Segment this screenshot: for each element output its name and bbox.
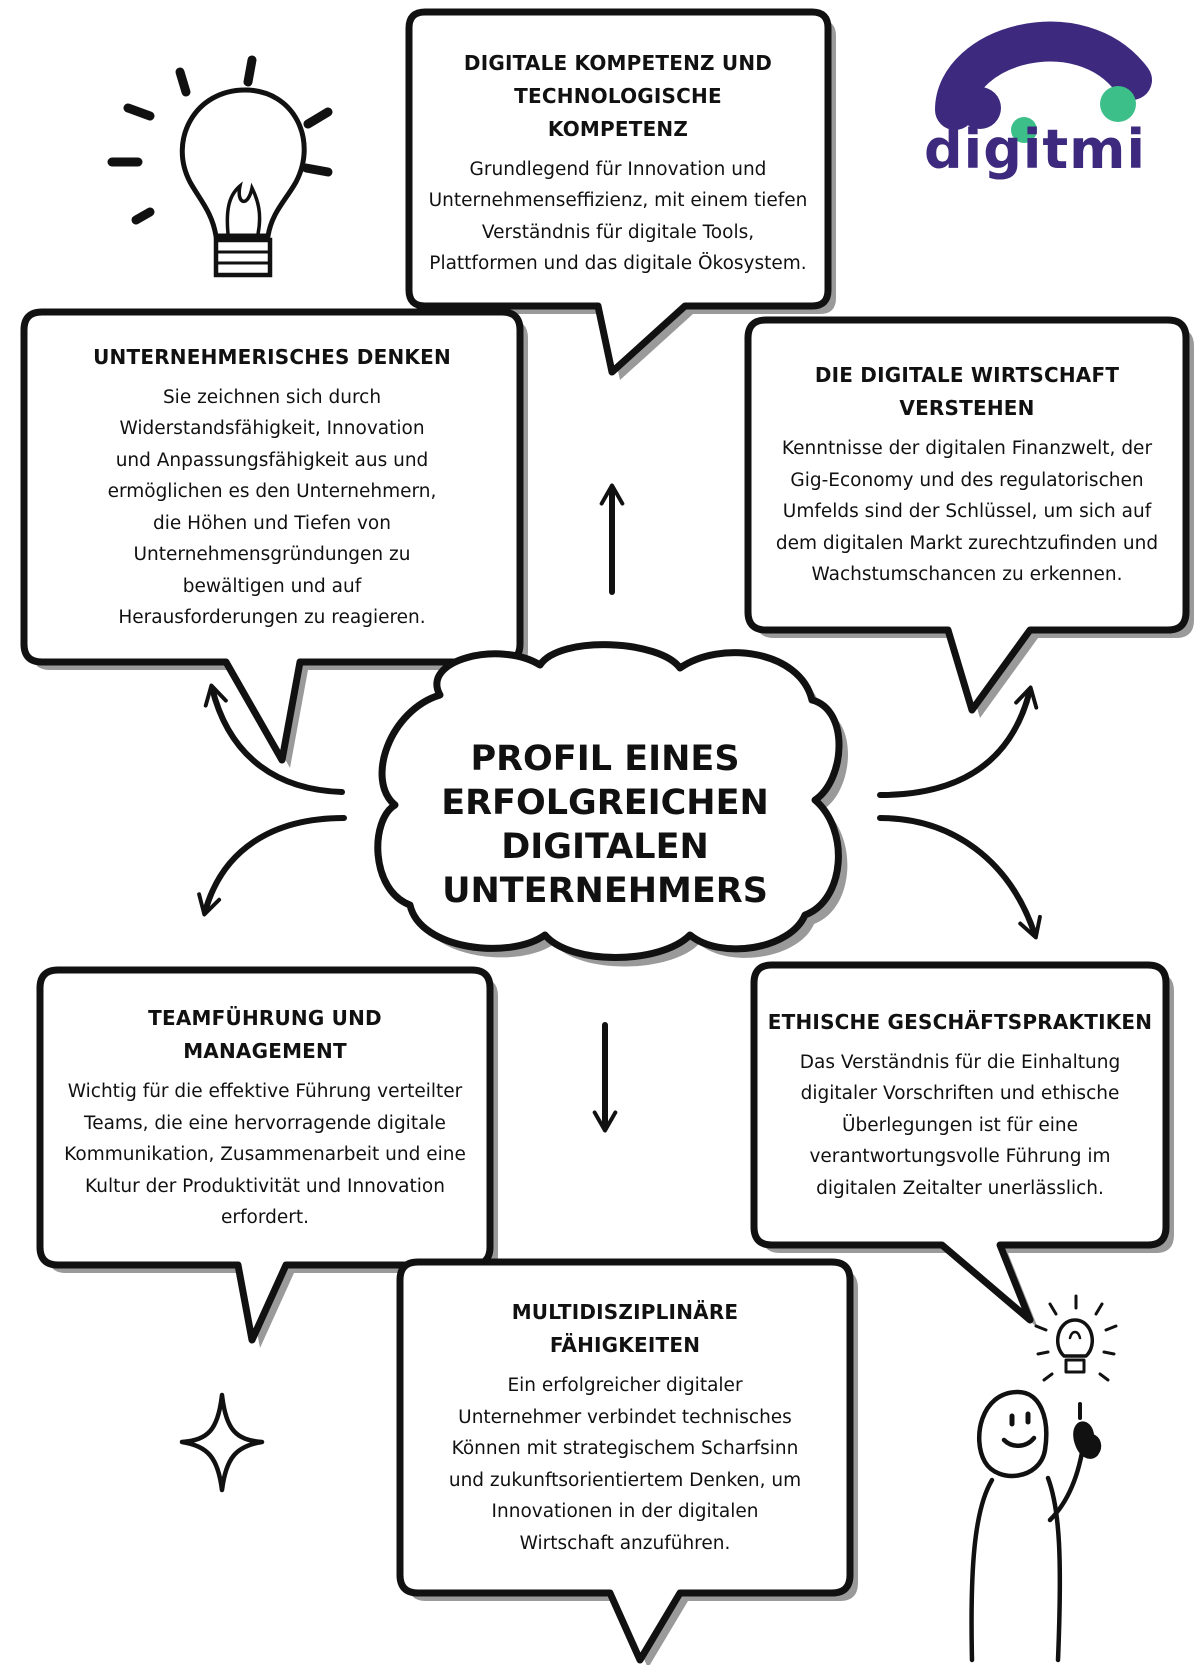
box-multidisciplinary: MULTIDISZIPLINÄRE FÄHIGKEITEN Ein erfolg… xyxy=(410,1270,840,1585)
box-body: Grundlegend für Innovation und Unternehm… xyxy=(428,158,808,275)
box-body: Ein erfolgreicher digitaler Unternehmer … xyxy=(448,1375,802,1554)
bubble-ethical-practices xyxy=(750,961,1174,1328)
box-body: Wichtig für die effektive Führung vertei… xyxy=(64,1081,466,1229)
box-ethical-practices: ETHISCHE GESCHÄFTSPRAKTIKEN Das Verständ… xyxy=(764,975,1156,1235)
box-team-leadership: TEAMFÜHRUNG UND MANAGEMENT Wichtig für d… xyxy=(50,980,480,1256)
sparkle-star-icon xyxy=(179,1392,265,1493)
lightbulb-icon xyxy=(107,55,333,278)
box-title: MULTIDISZIPLINÄRE FÄHIGKEITEN xyxy=(511,1300,739,1357)
center-title: PROFIL EINES ERFOLGREICHEN DIGITALEN UNT… xyxy=(441,739,769,911)
box-title: ETHISCHE GESCHÄFTSPRAKTIKEN xyxy=(767,1009,1153,1034)
box-entrepreneurial-thinking: UNTERNEHMERISCHES DENKEN Sie zeichnen si… xyxy=(34,322,510,652)
logo-mark xyxy=(935,21,1152,143)
box-digital-competence: DIGITALE KOMPETENZ UND TECHNOLOGISCHE KO… xyxy=(418,28,818,298)
box-body: Sie zeichnen sich durch Widerstandsfähig… xyxy=(107,386,437,629)
box-title: UNTERNEHMERISCHES DENKEN xyxy=(93,344,451,369)
box-body: Kenntnisse der digitalen Finanzwelt, der… xyxy=(775,438,1159,586)
box-digital-economy: DIE DIGITALE WIRTSCHAFT VERSTEHEN Kenntn… xyxy=(758,330,1176,620)
box-title: TEAMFÜHRUNG UND MANAGEMENT xyxy=(148,1006,382,1064)
arrow-upper-right xyxy=(877,685,1039,798)
bubble-entrepreneurial-thinking xyxy=(20,308,528,768)
center-cloud xyxy=(374,641,849,967)
logo-text: digitmi xyxy=(924,118,1146,181)
box-title: DIGITALE KOMPETENZ UND TECHNOLOGISCHE KO… xyxy=(463,50,773,141)
arrow-upper-left xyxy=(203,683,345,795)
thinking-person-icon xyxy=(969,1294,1118,1663)
bubble-multidisciplinary xyxy=(396,1258,858,1665)
bubble-team-leadership xyxy=(36,966,498,1348)
bubble-digital-economy xyxy=(744,316,1194,718)
arrow-lower-right xyxy=(877,815,1042,940)
arrows xyxy=(197,483,1042,1133)
arrow-lower-left xyxy=(197,815,347,917)
box-title: DIE DIGITALE WIRTSCHAFT VERSTEHEN xyxy=(814,363,1120,421)
box-body: Das Verständnis für die Einhaltung digit… xyxy=(799,1051,1121,1199)
bubble-digital-competence xyxy=(405,8,836,380)
